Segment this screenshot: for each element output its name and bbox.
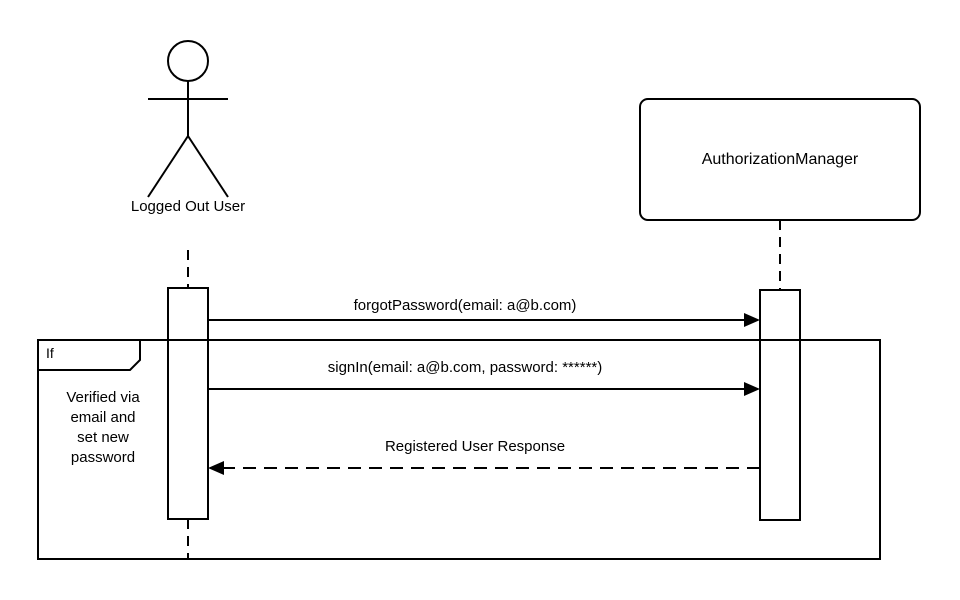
actor-head bbox=[167, 40, 209, 82]
message-label-sign-in: signIn(email: a@b.com, password: ******) bbox=[327, 359, 603, 376]
actor-leg-left bbox=[147, 135, 189, 198]
actor-leg-right bbox=[187, 135, 229, 198]
arrowhead-left-icon bbox=[208, 461, 224, 475]
fragment-operator-label: If bbox=[46, 345, 54, 361]
message-arrow-forgot-password[interactable] bbox=[208, 313, 760, 327]
message-arrow-registered-user-response[interactable] bbox=[208, 461, 760, 475]
actor-icon[interactable] bbox=[147, 40, 229, 198]
message-label-registered-user-response: Registered User Response bbox=[384, 438, 566, 455]
arrowhead-right-icon bbox=[744, 382, 760, 396]
fragment-frame[interactable] bbox=[37, 339, 881, 560]
fragment-guard-text: Verified via email and set new password bbox=[66, 389, 140, 466]
message-label-forgot-password: forgotPassword(email: a@b.com) bbox=[353, 297, 577, 314]
message-arrow-sign-in[interactable] bbox=[208, 382, 760, 396]
object-label: AuthorizationManager bbox=[701, 150, 859, 168]
actor-activation-bar[interactable] bbox=[167, 287, 209, 520]
object-activation-bar[interactable] bbox=[759, 289, 801, 521]
fragment-label-pentagon bbox=[37, 339, 141, 371]
arrowhead-right-icon bbox=[744, 313, 760, 327]
actor-label: Logged Out User bbox=[130, 198, 246, 215]
